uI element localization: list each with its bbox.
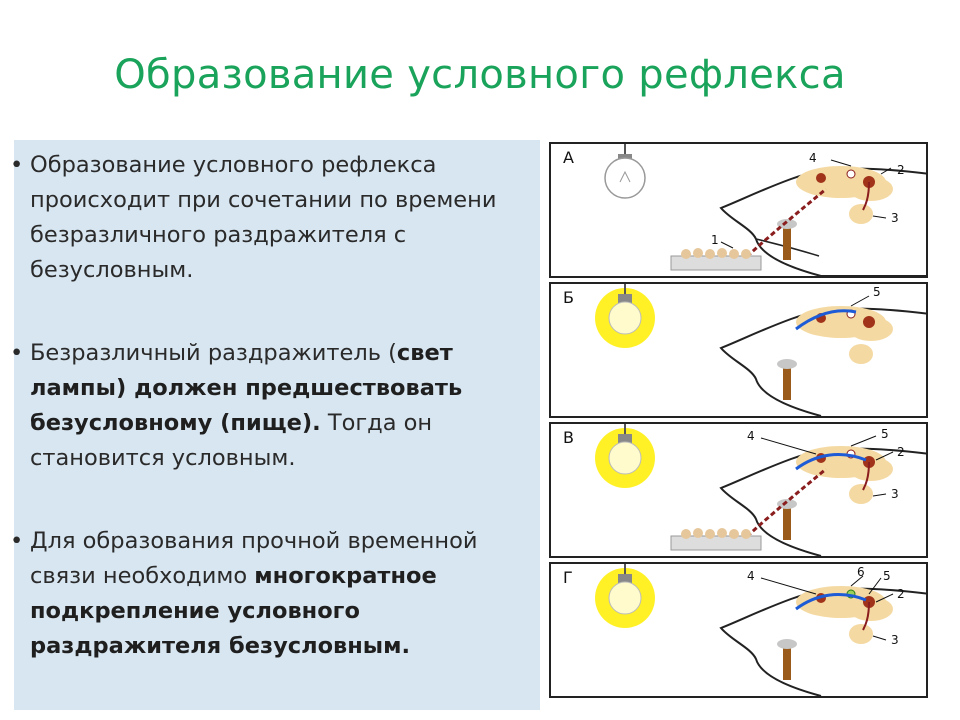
bullet-2-text-a: Безразличный раздражитель (: [30, 340, 397, 366]
number-label: 2: [897, 587, 905, 601]
page-title: Образование условного рефлекса: [114, 52, 846, 98]
number-label: 2: [897, 445, 905, 459]
panel-a: 4 2 3 1 А: [549, 142, 928, 278]
bullet-2: • Безразличный раздражитель (свет лампы)…: [10, 336, 500, 476]
salivary-gland-icon: [849, 344, 873, 364]
number-label: 4: [747, 429, 755, 443]
lamp-icon: [595, 424, 655, 488]
number-label: 4: [809, 151, 817, 165]
lamp-icon: [595, 564, 655, 628]
number-label: 6: [857, 565, 865, 579]
bullet-3-text-a: Для образования прочной временной связи …: [30, 528, 478, 589]
bullet-1-text: Образование условного рефлекса происходи…: [30, 152, 497, 283]
bullet-dot: •: [10, 528, 24, 554]
bullet-3: • Для образования прочной временной связ…: [10, 524, 530, 664]
lamp-icon: [595, 284, 655, 348]
panel-label: В: [563, 428, 574, 447]
text-panel: [14, 140, 540, 710]
number-label: 3: [891, 211, 899, 225]
panel-v: 4 5 2 3 В: [549, 422, 928, 558]
reflex-diagram: 4 2 3 1 А 5 Б: [549, 142, 929, 702]
salivary-gland-icon: [849, 204, 873, 224]
nerve-path: [795, 309, 857, 331]
bullet-dot: •: [10, 340, 24, 366]
food-bowl-icon: [670, 528, 762, 551]
number-label: 2: [897, 163, 905, 177]
number-label: 5: [883, 569, 891, 583]
nerve-path: [795, 453, 867, 471]
bullet-2-text-b: Тогда он становится условным.: [30, 410, 433, 471]
panel-g: 4 6 5 2 3 Г: [549, 562, 928, 698]
number-label: 5: [881, 427, 889, 441]
bullet-1: • Образование условного рефлекса происхо…: [10, 148, 500, 288]
panel-label: А: [563, 148, 574, 167]
lamp-icon: [604, 144, 646, 199]
food-bowl-icon: [670, 248, 762, 271]
number-label: 3: [891, 633, 899, 647]
panel-label: Г: [563, 568, 573, 587]
bullet-2-bold: свет лампы) должен предшествовать безусл…: [30, 340, 463, 436]
number-label: 3: [891, 487, 899, 501]
panel-b: 5 Б: [549, 282, 928, 418]
nerve-path: [795, 593, 867, 611]
number-label: 1: [711, 233, 719, 247]
salivary-gland-icon: [849, 624, 873, 644]
number-label: 5: [873, 285, 881, 299]
panel-label: Б: [563, 288, 574, 307]
salivary-gland-icon: [849, 484, 873, 504]
bullet-3-bold: многократное подкрепление условного разд…: [30, 563, 437, 659]
number-label: 4: [747, 569, 755, 583]
bullet-dot: •: [10, 152, 24, 178]
